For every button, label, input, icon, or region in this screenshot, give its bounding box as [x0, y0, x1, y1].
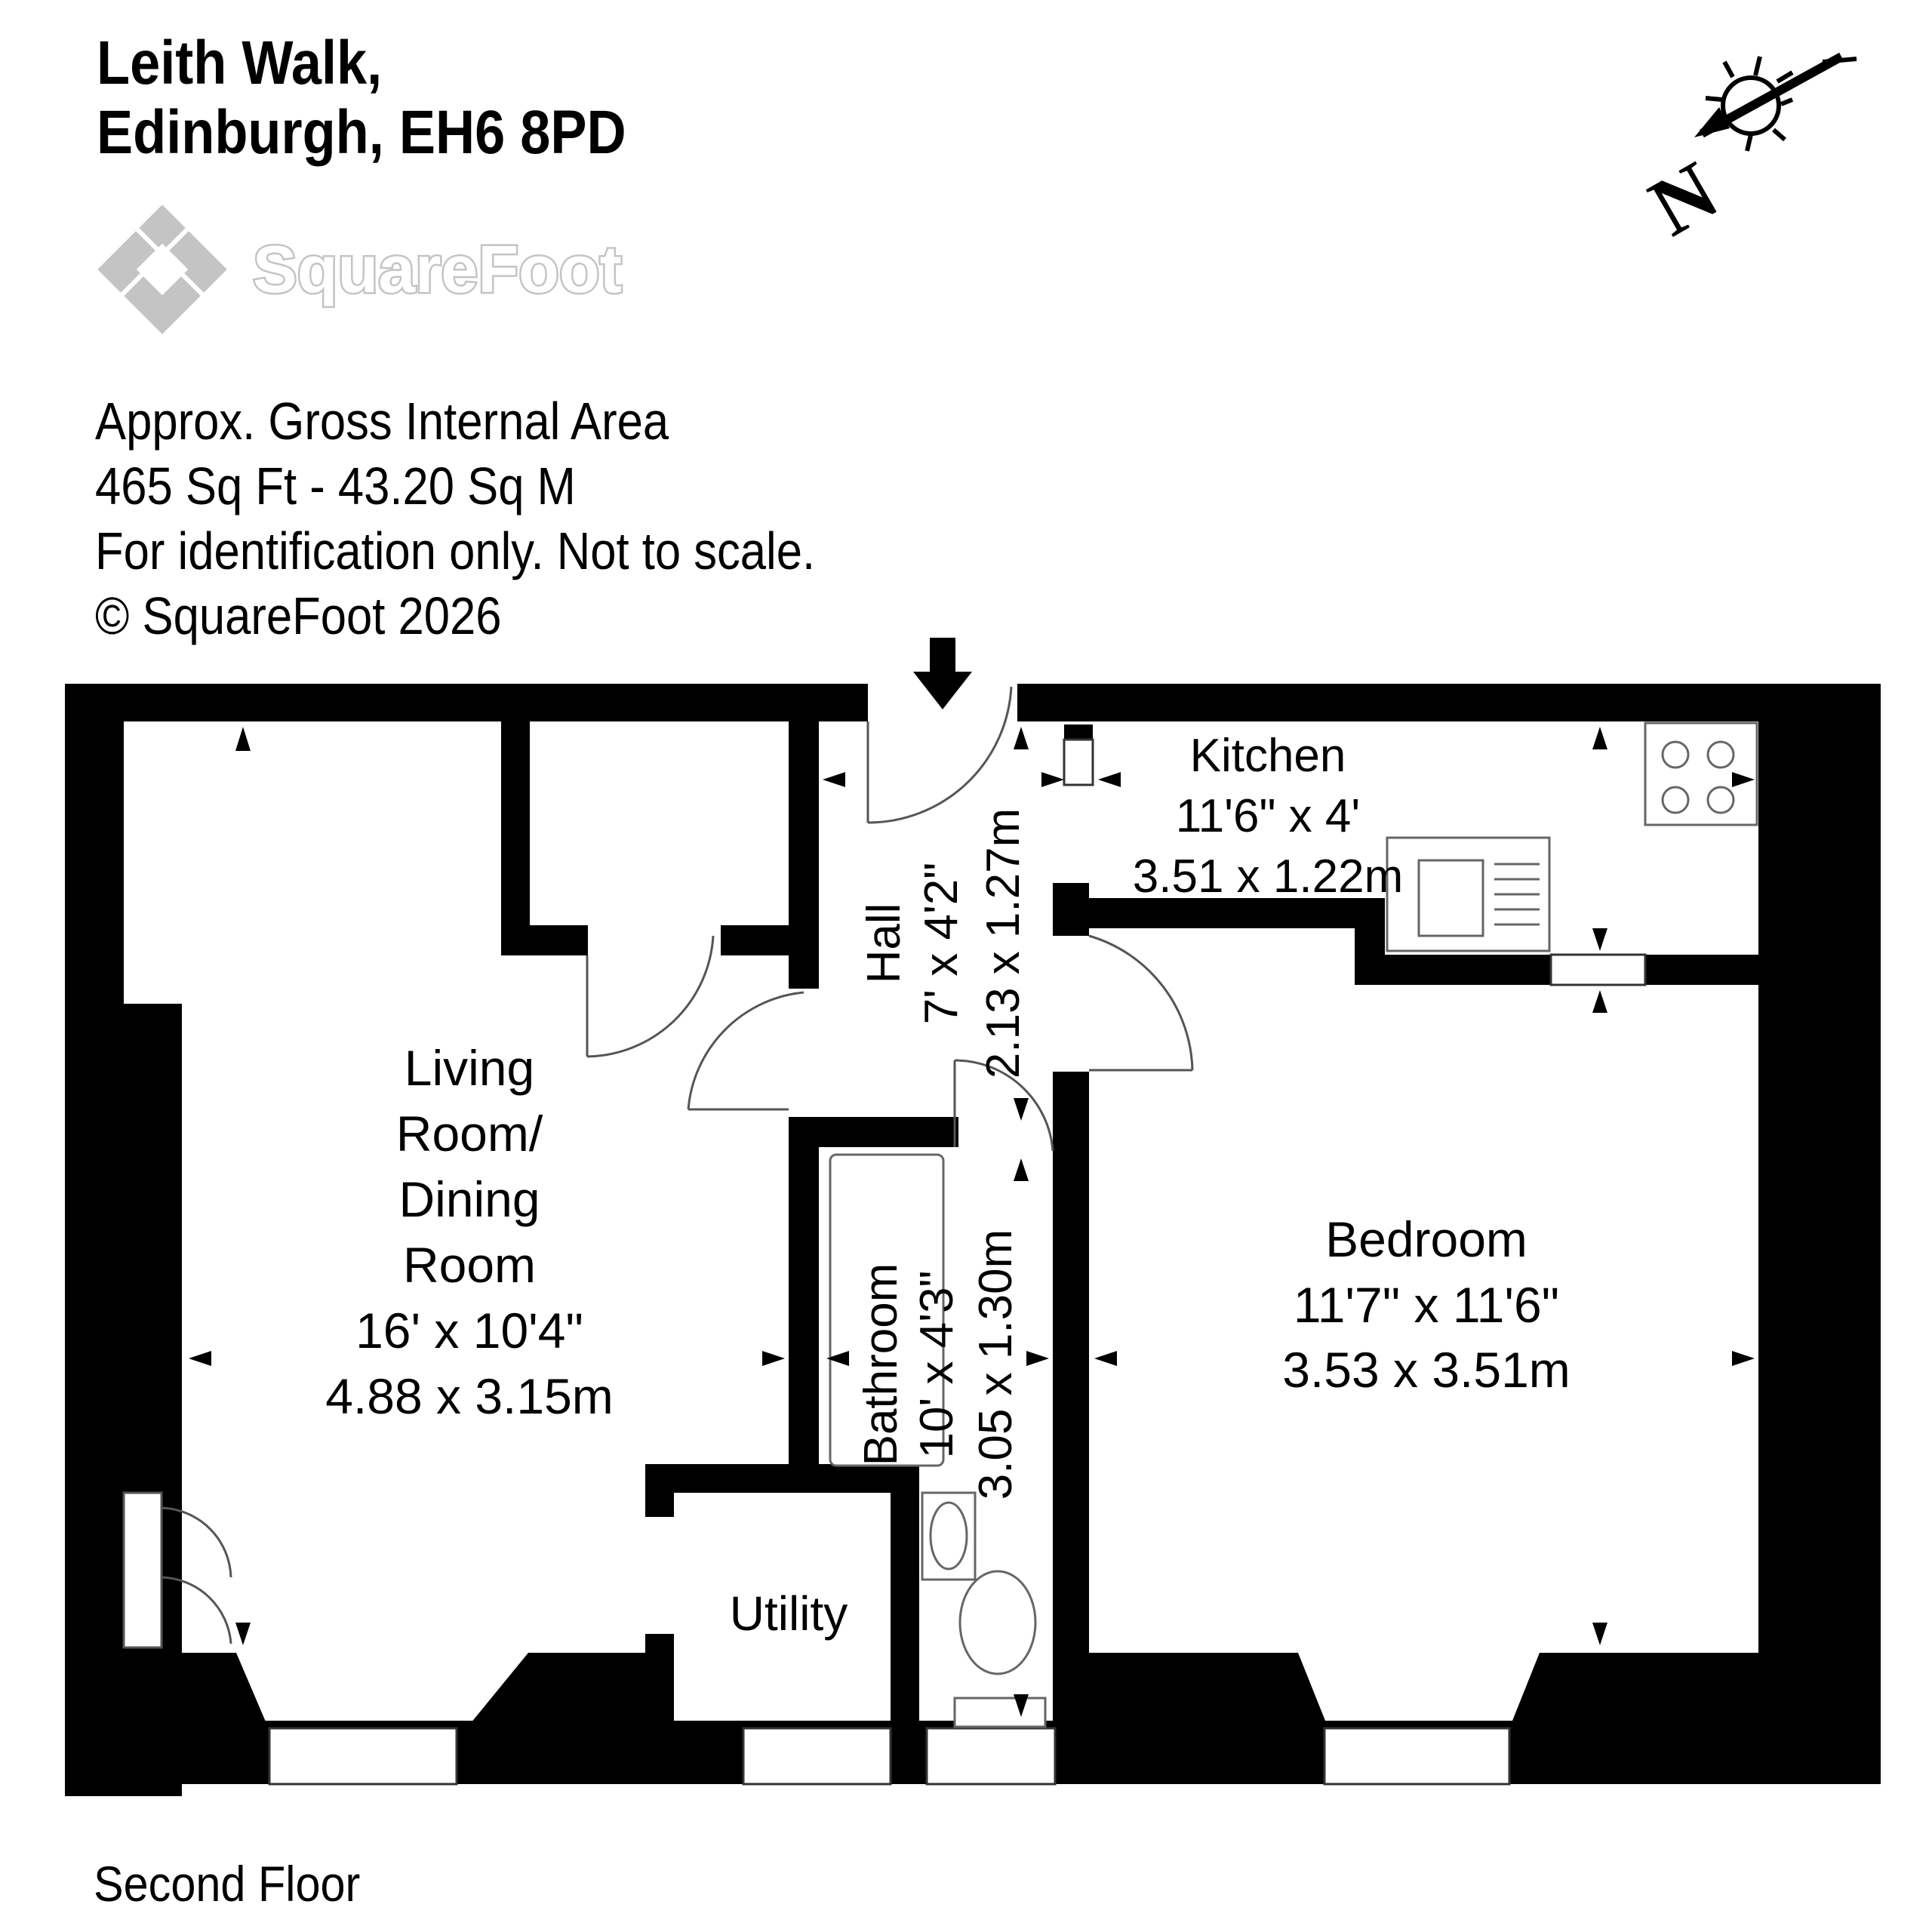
area-info: Approx. Gross Internal Area 465 Sq Ft - … [95, 389, 815, 648]
address-line-2: Edinburgh, EH6 8PD [97, 98, 626, 167]
square-diamond-logo-icon: SquareFoot [91, 198, 623, 341]
living-imperial: 16' x 10'4" [355, 1303, 583, 1358]
door-swings [122, 686, 1194, 1649]
room-bathroom: Bathroom 10' x 4'3" 3.05 x 1.30m [855, 1229, 1022, 1500]
kitchen-name: Kitchen [1190, 730, 1346, 782]
living-name-1: Living [405, 1040, 534, 1096]
bedroom-imperial: 11'7" x 11'6" [1294, 1277, 1559, 1333]
room-utility: Utility [730, 1586, 848, 1641]
room-kitchen: Kitchen 11'6" x 4' 3.51 x 1.22m [1133, 730, 1403, 903]
room-hall: Hall 7' x 4'2" 2.13 x 1.27m [858, 808, 1029, 1078]
address-line-1: Leith Walk, [97, 29, 383, 97]
compass: N [1532, 23, 1872, 254]
fixtures [829, 721, 1758, 1728]
living-name-4: Room [403, 1237, 536, 1293]
hob-icon [1644, 721, 1758, 826]
kitchen-metric: 3.51 x 1.22m [1133, 851, 1403, 903]
area-heading: Approx. Gross Internal Area [95, 392, 669, 451]
bedroom-name: Bedroom [1325, 1211, 1527, 1267]
room-living: Living Room/ Dining Room 16' x 10'4" 4.8… [325, 1040, 614, 1424]
bathroom-imperial: 10' x 4'3" [911, 1270, 963, 1458]
living-metric: 4.88 x 3.15m [325, 1368, 614, 1424]
utility-name: Utility [730, 1586, 848, 1641]
hall-imperial: 7' x 4'2" [915, 863, 968, 1025]
living-name-3: Dining [398, 1171, 540, 1227]
north-arrow-icon [1694, 52, 1844, 138]
property-address: Leith Walk, Edinburgh, EH6 8PD [97, 29, 626, 168]
kitchen-imperial: 11'6" x 4' [1176, 790, 1360, 842]
dimension-arrows [189, 727, 1755, 1717]
bathroom-name: Bathroom [855, 1263, 907, 1466]
entrance-arrow-icon [913, 638, 972, 709]
bathroom-metric: 3.05 x 1.30m [970, 1229, 1022, 1500]
copyright: © SquareFoot 2026 [95, 586, 502, 645]
floor-label: Second Floor [94, 1856, 361, 1912]
bedroom-metric: 3.53 x 3.51m [1282, 1342, 1571, 1398]
disclaimer: For identification only. Not to scale. [95, 521, 816, 580]
toilet-icon [958, 1570, 1037, 1675]
hall-name: Hall [858, 903, 910, 984]
area-value: 465 Sq Ft - 43.20 Sq M [95, 457, 576, 515]
hall-metric: 2.13 x 1.27m [977, 808, 1029, 1078]
room-bedroom: Bedroom 11'7" x 11'6" 3.53 x 3.51m [1282, 1211, 1571, 1398]
bathtub-icon [829, 1153, 945, 1467]
living-name-2: Room/ [396, 1106, 543, 1161]
brand-name: SquareFoot [253, 232, 622, 306]
brand-logo: SquareFoot [91, 198, 679, 375]
windows [268, 679, 1647, 1786]
